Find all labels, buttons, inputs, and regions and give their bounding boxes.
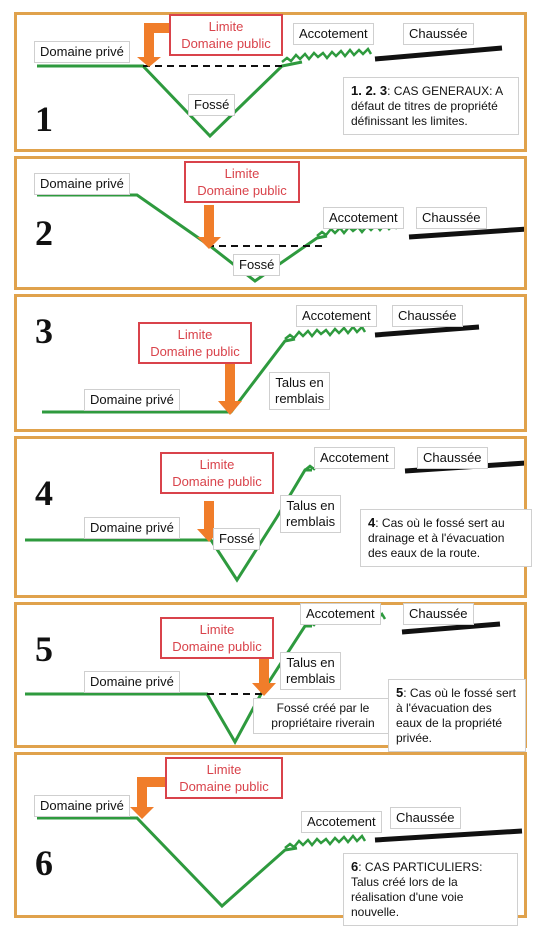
panel-number: 2	[35, 213, 53, 253]
limite-label: Limite	[199, 622, 235, 637]
panel-6: 6 Domaine privé Limite Domaine public Ac…	[14, 752, 527, 926]
note-lead: 6	[351, 859, 359, 874]
note-text: : CAS PARTICULIERS: Talus créé lors de l…	[351, 860, 483, 919]
domaine-public-label: Domaine public	[172, 639, 262, 654]
chaussee-label: Chaussée	[403, 23, 474, 45]
limite-domaine-public-box: Limite Domaine public	[138, 322, 252, 364]
domaine-public-label: Domaine public	[181, 36, 271, 51]
panel-number: 1	[35, 99, 53, 139]
chaussee-label: Chaussée	[416, 207, 487, 229]
panel-number: 6	[35, 843, 53, 883]
note-fosse-propriete: 5: Cas où le fossé sert à l'évacuation d…	[388, 679, 526, 752]
note-cas-generaux: 1. 2. 3: CAS GENERAUX: A défaut de titre…	[343, 77, 519, 135]
domaine-public-label: Domaine public	[197, 183, 287, 198]
fosse-label: Fossé	[188, 94, 236, 116]
chaussee-label: Chaussée	[392, 305, 463, 327]
domaine-prive-label: Domaine privé	[84, 517, 180, 539]
talus-line2: remblais	[286, 671, 336, 686]
talus-line1: Talus en	[275, 375, 324, 390]
limite-domaine-public-box: Limite Domaine public	[169, 14, 283, 56]
fosse-riverain-label: Fossé créé par le propriétaire riverain	[253, 698, 393, 734]
panel-5: 5 Domaine privé Limite Domaine public Ta…	[14, 602, 527, 752]
fosse-label: Fossé	[233, 254, 281, 276]
note-text: : Cas où le fossé sert à l'évacuation de…	[396, 686, 516, 745]
limite-label: Limite	[224, 166, 260, 181]
note-lead: 5	[396, 685, 404, 700]
talus-remblais-label: Talus en remblais	[280, 495, 342, 533]
panel-2: 2 Domaine privé Limite Domaine public Fo…	[14, 156, 527, 290]
accotement-label: Accotement	[300, 603, 381, 625]
accotement-label: Accotement	[301, 811, 382, 833]
panel-number: 4	[35, 473, 53, 513]
panel-1-profile	[37, 23, 503, 139]
panel-3: 3 Domaine privé Limite Domaine public Ta…	[14, 294, 527, 432]
limite-domaine-public-box: Limite Domaine public	[160, 617, 274, 659]
limite-label: Limite	[208, 19, 244, 34]
panel-6-profile	[37, 777, 523, 909]
limite-domaine-public-box: Limite Domaine public	[184, 161, 300, 203]
note-text: : Cas où le fossé sert au drainage et à …	[368, 516, 505, 560]
domaine-prive-label: Domaine privé	[84, 671, 180, 693]
chaussee-label: Chaussée	[403, 603, 474, 625]
domaine-prive-label: Domaine privé	[34, 173, 130, 195]
accotement-label: Accotement	[314, 447, 395, 469]
panel-4: 4 Domaine privé Limite Domaine public Fo…	[14, 436, 532, 598]
accotement-label: Accotement	[293, 23, 374, 45]
note-lead: 4	[368, 515, 376, 530]
limite-label: Limite	[199, 457, 235, 472]
talus-line1: Talus en	[286, 655, 335, 670]
limite-label: Limite	[206, 762, 242, 777]
panel-number: 3	[35, 311, 53, 351]
panel-number: 5	[35, 629, 53, 669]
panel-1: 1 Domaine privé Limite Domaine public Fo…	[14, 12, 527, 152]
limite-label: Limite	[177, 327, 213, 342]
domaine-public-label: Domaine public	[172, 474, 262, 489]
panel-3-profile	[42, 324, 480, 415]
domaine-prive-label: Domaine privé	[84, 389, 180, 411]
limite-domaine-public-box: Limite Domaine public	[160, 452, 274, 494]
chaussee-label: Chaussée	[417, 447, 488, 469]
talus-line1: Talus en	[286, 498, 335, 513]
talus-line2: remblais	[275, 391, 325, 406]
note-fosse-route: 4: Cas où le fossé sert au drainage et à…	[360, 509, 532, 567]
accotement-label: Accotement	[296, 305, 377, 327]
chaussee-label: Chaussée	[390, 807, 461, 829]
talus-remblais-label: Talus en remblais	[280, 652, 342, 690]
note-text: : CAS GENERAUX: A défaut de titres de pr…	[351, 84, 503, 128]
talus-remblais-label: Talus en remblais	[269, 372, 331, 410]
accotement-label: Accotement	[323, 207, 404, 229]
domaine-public-label: Domaine public	[179, 779, 269, 794]
fosse-label: Fossé	[213, 528, 261, 550]
note-cas-particuliers: 6: CAS PARTICULIERS: Talus créé lors de …	[343, 853, 518, 926]
domaine-prive-label: Domaine privé	[34, 795, 130, 817]
panel-2-profile	[37, 193, 524, 283]
limite-domaine-public-box: Limite Domaine public	[165, 757, 283, 799]
domaine-prive-label: Domaine privé	[34, 41, 130, 63]
talus-line2: remblais	[286, 514, 336, 529]
domaine-public-label: Domaine public	[150, 344, 240, 359]
note-lead: 1. 2. 3	[351, 83, 388, 98]
